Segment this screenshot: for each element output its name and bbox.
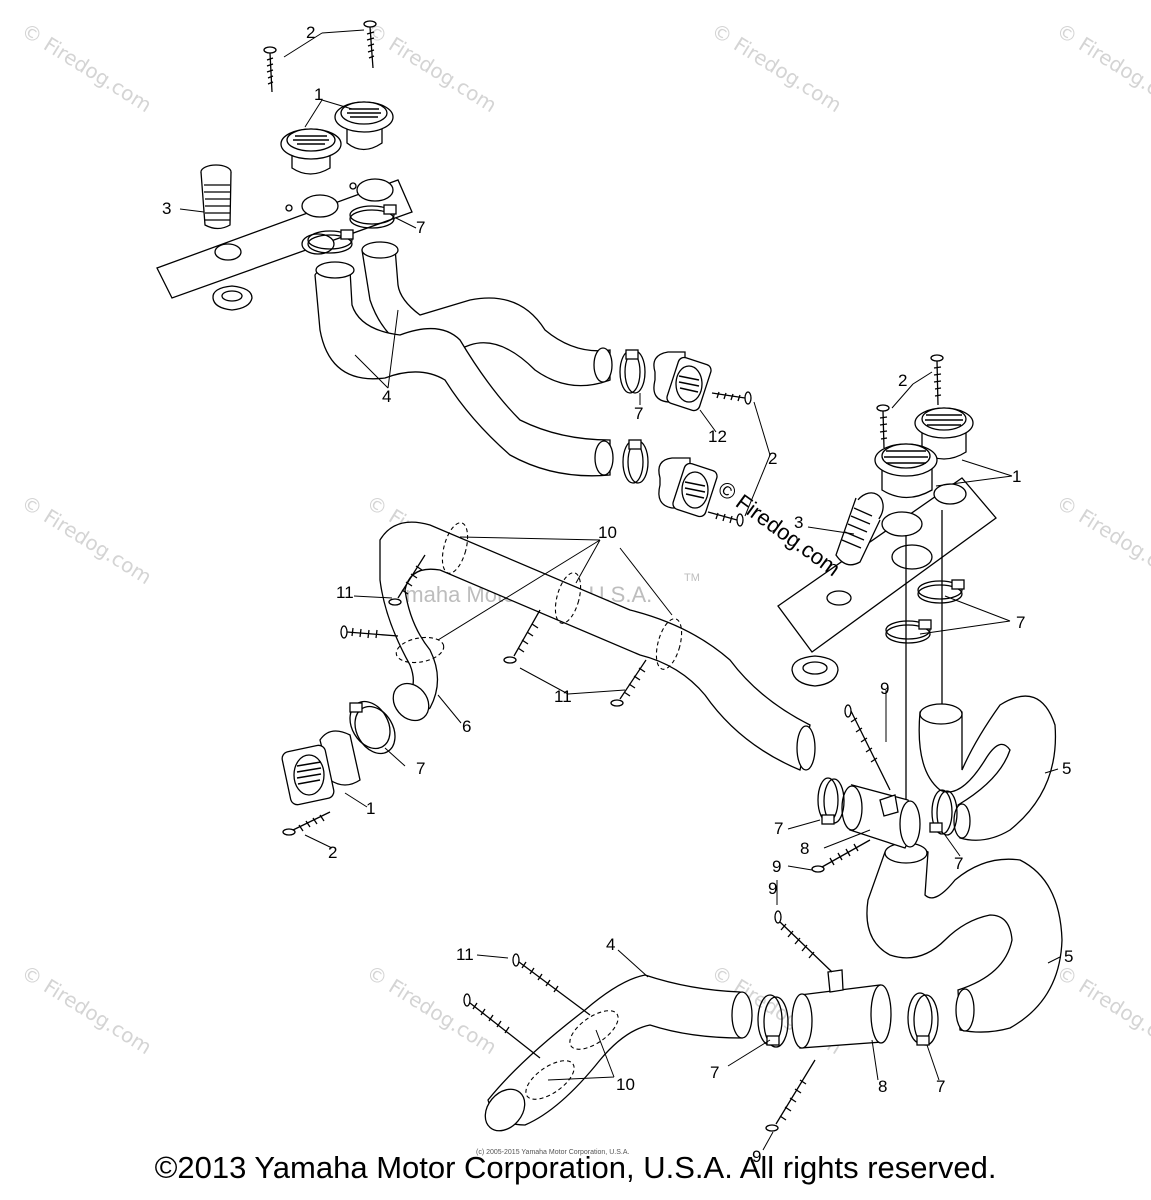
callout-label: 8 <box>878 1077 888 1096</box>
screw <box>711 391 752 405</box>
callout-label: 2 <box>898 371 908 390</box>
screw <box>503 609 541 664</box>
screw <box>765 1059 816 1132</box>
callout-label: 7 <box>710 1063 720 1082</box>
hose <box>314 267 611 477</box>
callout-label: 7 <box>416 759 426 778</box>
callout-label: 8 <box>800 839 810 858</box>
screw <box>930 354 944 406</box>
screw <box>811 839 871 873</box>
callout-label: 10 <box>598 523 617 542</box>
callout-label: 1 <box>1012 467 1022 486</box>
callout-label: 1 <box>366 799 376 818</box>
bottom-assembly <box>463 910 939 1132</box>
hose-clamp <box>349 204 397 229</box>
screw <box>263 46 277 93</box>
callout-label: 6 <box>462 717 472 736</box>
side-outlet-vent <box>658 457 718 518</box>
small-copyright-note: (c) 2005-2015 Yamaha Motor Corporation, … <box>476 1149 630 1156</box>
callout-label: 12 <box>708 427 727 446</box>
inlet-filter <box>835 492 884 566</box>
callout-label: 11 <box>456 945 474 964</box>
callout-label: 2 <box>306 23 316 42</box>
callout-label: 1 <box>314 85 324 104</box>
hose-clamp <box>907 992 939 1046</box>
hose <box>487 974 743 1126</box>
callout-label: 5 <box>1064 947 1074 966</box>
outlet-vent <box>280 128 342 175</box>
hose-clamp <box>307 229 354 254</box>
screw <box>707 511 744 527</box>
outlet-vent <box>334 101 394 151</box>
outlet-vent <box>874 443 938 499</box>
callout-label: 4 <box>382 387 392 406</box>
pipe-connector <box>841 783 921 849</box>
hose <box>866 845 1063 1033</box>
side-outlet-vent <box>653 351 712 412</box>
hose-clamp <box>619 349 646 394</box>
side-outlet-vent <box>281 730 361 806</box>
trademark-mark: TM <box>684 572 700 584</box>
screw <box>463 993 541 1059</box>
screw <box>363 20 377 69</box>
hose-clamp <box>817 777 845 825</box>
leader-lines <box>179 29 1061 1151</box>
callout-label: 10 <box>616 1075 635 1094</box>
callout-label: 2 <box>768 449 778 468</box>
callout-label: 3 <box>794 513 804 532</box>
callout-label: 4 <box>606 935 616 954</box>
callout-label: 9 <box>880 679 890 698</box>
screw <box>876 404 890 449</box>
hose-clamp <box>757 994 789 1048</box>
callout-label: 7 <box>1016 613 1026 632</box>
callout-label: 7 <box>936 1077 946 1096</box>
callout-label: 7 <box>954 854 964 873</box>
screw <box>282 811 331 836</box>
hose-clamp <box>929 789 958 836</box>
screw <box>340 625 399 639</box>
inlet-filter <box>200 164 232 230</box>
pipe-connector <box>791 969 892 1049</box>
hose-clamp <box>917 579 965 604</box>
screw <box>844 704 891 791</box>
callout-label: 9 <box>752 1147 762 1166</box>
hose <box>379 521 811 771</box>
screw <box>610 659 647 707</box>
hose <box>918 695 1057 841</box>
callout-label: 5 <box>1062 759 1072 778</box>
callout-label: 9 <box>768 879 778 898</box>
hose-clamp <box>349 700 396 755</box>
copyright-footer: ©2013 Yamaha Motor Corporation, U.S.A. A… <box>154 1150 997 1185</box>
top-left-assembly <box>156 20 752 527</box>
callout-label: 9 <box>772 857 782 876</box>
hose-strap <box>395 522 683 670</box>
callout-label: 2 <box>328 843 338 862</box>
right-assembly <box>777 354 1063 1033</box>
callout-label: 11 <box>336 583 354 602</box>
callout-label: 7 <box>416 218 426 237</box>
callout-label: 7 <box>774 819 784 838</box>
outlet-vent <box>914 407 974 460</box>
callout-label: 3 <box>162 199 172 218</box>
screw <box>388 554 426 606</box>
screw <box>774 910 833 973</box>
callout-label: 11 <box>554 687 572 706</box>
callout-label: 7 <box>634 404 644 423</box>
middle-assembly <box>281 521 816 836</box>
screw <box>512 953 591 1016</box>
hose-clamp <box>885 619 932 644</box>
hose-clamp <box>622 439 649 484</box>
